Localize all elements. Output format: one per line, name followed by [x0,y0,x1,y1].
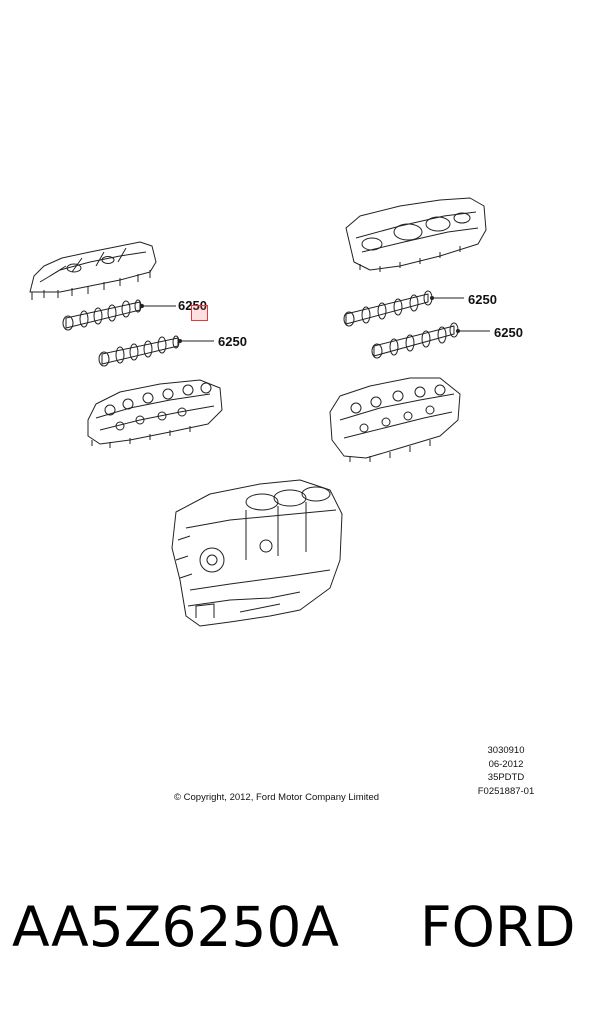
lower-left-camshaft [98,335,214,367]
upper-right-camshaft [343,290,464,327]
info-line-4: F0251887-01 [477,785,535,797]
engine-block [171,479,343,627]
engine-exploded-diagram [29,197,490,627]
info-line-2: 06-2012 [488,758,524,770]
right-cylinder-head [329,377,461,462]
left-cylinder-head [87,379,223,448]
left-valve-cover [29,241,157,300]
callout-lower-left-camshaft: 6250 [218,334,247,349]
callout-lower-right-camshaft: 6250 [494,325,523,340]
right-valve-cover [345,197,487,272]
part-number-label: AA5Z6250A [12,895,340,959]
lower-right-camshaft [371,322,490,359]
copyright-notice: © Copyright, 2012, Ford Motor Company Li… [174,792,380,803]
info-line-1: 3030910 [487,745,525,756]
upper-left-camshaft [62,299,176,331]
info-line-3: 35PDTD [487,772,525,783]
brand-label: FORD [420,895,576,959]
info-block: 3030910 06-2012 35PDTD F0251887-01 [470,744,542,798]
callout-upper-right-camshaft: 6250 [468,292,497,307]
selection-highlight-box [191,305,208,321]
